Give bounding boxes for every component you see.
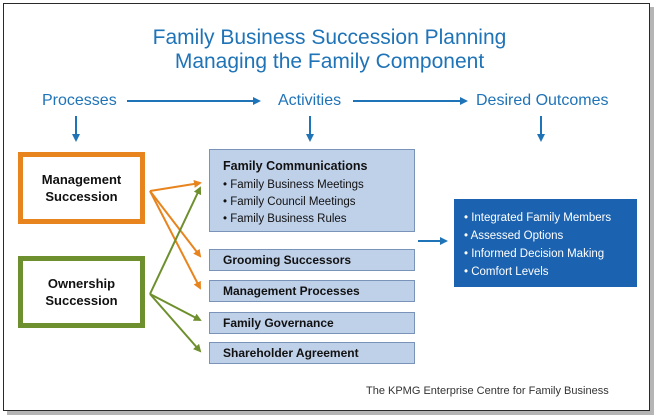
desired-outcomes-box: • Integrated Family Members • Assessed O… — [454, 199, 637, 287]
ownership-succession-box: Ownership Succession — [18, 256, 145, 328]
outcome-item: • Integrated Family Members — [464, 212, 612, 224]
stage-processes: Processes — [42, 92, 117, 109]
management-processes-box: Management Processes — [209, 280, 415, 302]
management-succession-box: Management Succession — [18, 152, 145, 224]
communications-item: • Family Business Rules — [223, 213, 347, 225]
family-communications-box: Family Communications • Family Business … — [209, 149, 415, 232]
grooming-successors-box: Grooming Successors — [209, 249, 415, 271]
ownership-label-line-1: Ownership — [47, 276, 116, 291]
stage-activities: Activities — [278, 92, 342, 109]
arrow-mgmt-communications — [149, 179, 202, 192]
communications-item: • Family Council Meetings — [223, 196, 356, 208]
shareholder-agreement-box: Shareholder Agreement — [209, 342, 415, 364]
communications-item: • Family Business Meetings — [223, 179, 364, 191]
outcome-item: • Comfort Levels — [464, 266, 549, 278]
family-communications-title: Family Communications — [223, 159, 368, 173]
footer-credit: The KPMG Enterprise Centre for Family Bu… — [366, 385, 609, 397]
arrow-own-shareholder — [149, 293, 202, 353]
outcome-item: • Assessed Options — [464, 230, 564, 242]
management-label-line-2: Succession — [45, 189, 118, 204]
ownership-label-line-2: Succession — [45, 293, 118, 308]
arrow-own-governance — [149, 293, 202, 321]
arrow-own-communications — [149, 186, 202, 295]
title-line-1: Family Business Succession Planning — [152, 26, 507, 49]
management-label-line-1: Management — [41, 172, 122, 187]
title-line-2: Managing the Family Component — [174, 50, 485, 73]
stage-outcomes: Desired Outcomes — [476, 92, 609, 109]
outcome-item: • Informed Decision Making — [464, 248, 605, 260]
arrow-mgmt-grooming — [149, 190, 202, 258]
family-governance-box: Family Governance — [209, 312, 415, 334]
